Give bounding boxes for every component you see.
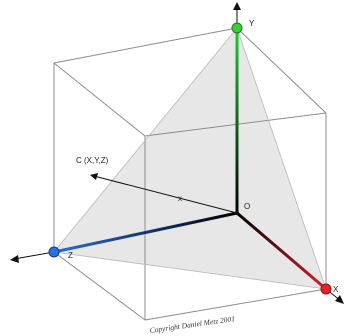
color-vector-arrowhead <box>90 173 98 180</box>
x-axis-label: X <box>333 285 339 294</box>
origin-point <box>234 210 240 216</box>
triangle-edge <box>236 27 327 290</box>
origin-label: O <box>244 202 250 211</box>
cube-edge <box>53 251 146 321</box>
color-vector <box>93 175 238 214</box>
z-axis-extension <box>13 251 55 260</box>
x-point <box>320 283 332 295</box>
z-axis <box>53 211 238 254</box>
point-c-label: C (X,Y,Z) <box>76 156 109 165</box>
x-axis-arrowhead <box>335 295 344 304</box>
cube-edge <box>53 62 146 137</box>
triangle-edge <box>53 27 238 253</box>
y-axis-label: Y <box>249 19 255 28</box>
y-axis-arrowhead <box>233 2 241 10</box>
z-point <box>48 246 60 258</box>
cube-wireframe <box>53 27 327 321</box>
y-point <box>231 22 243 34</box>
triangle-edge <box>53 251 327 290</box>
x-axis <box>236 211 327 291</box>
triangle-edges <box>53 27 327 290</box>
cube-edge <box>144 288 327 321</box>
z-axis-arrowhead <box>10 255 19 263</box>
cube-edge <box>236 27 327 114</box>
color-triangle <box>54 28 326 289</box>
vector-mark-label: x <box>178 194 182 203</box>
z-axis-label: Z <box>68 251 73 260</box>
cube-edge <box>53 27 238 64</box>
